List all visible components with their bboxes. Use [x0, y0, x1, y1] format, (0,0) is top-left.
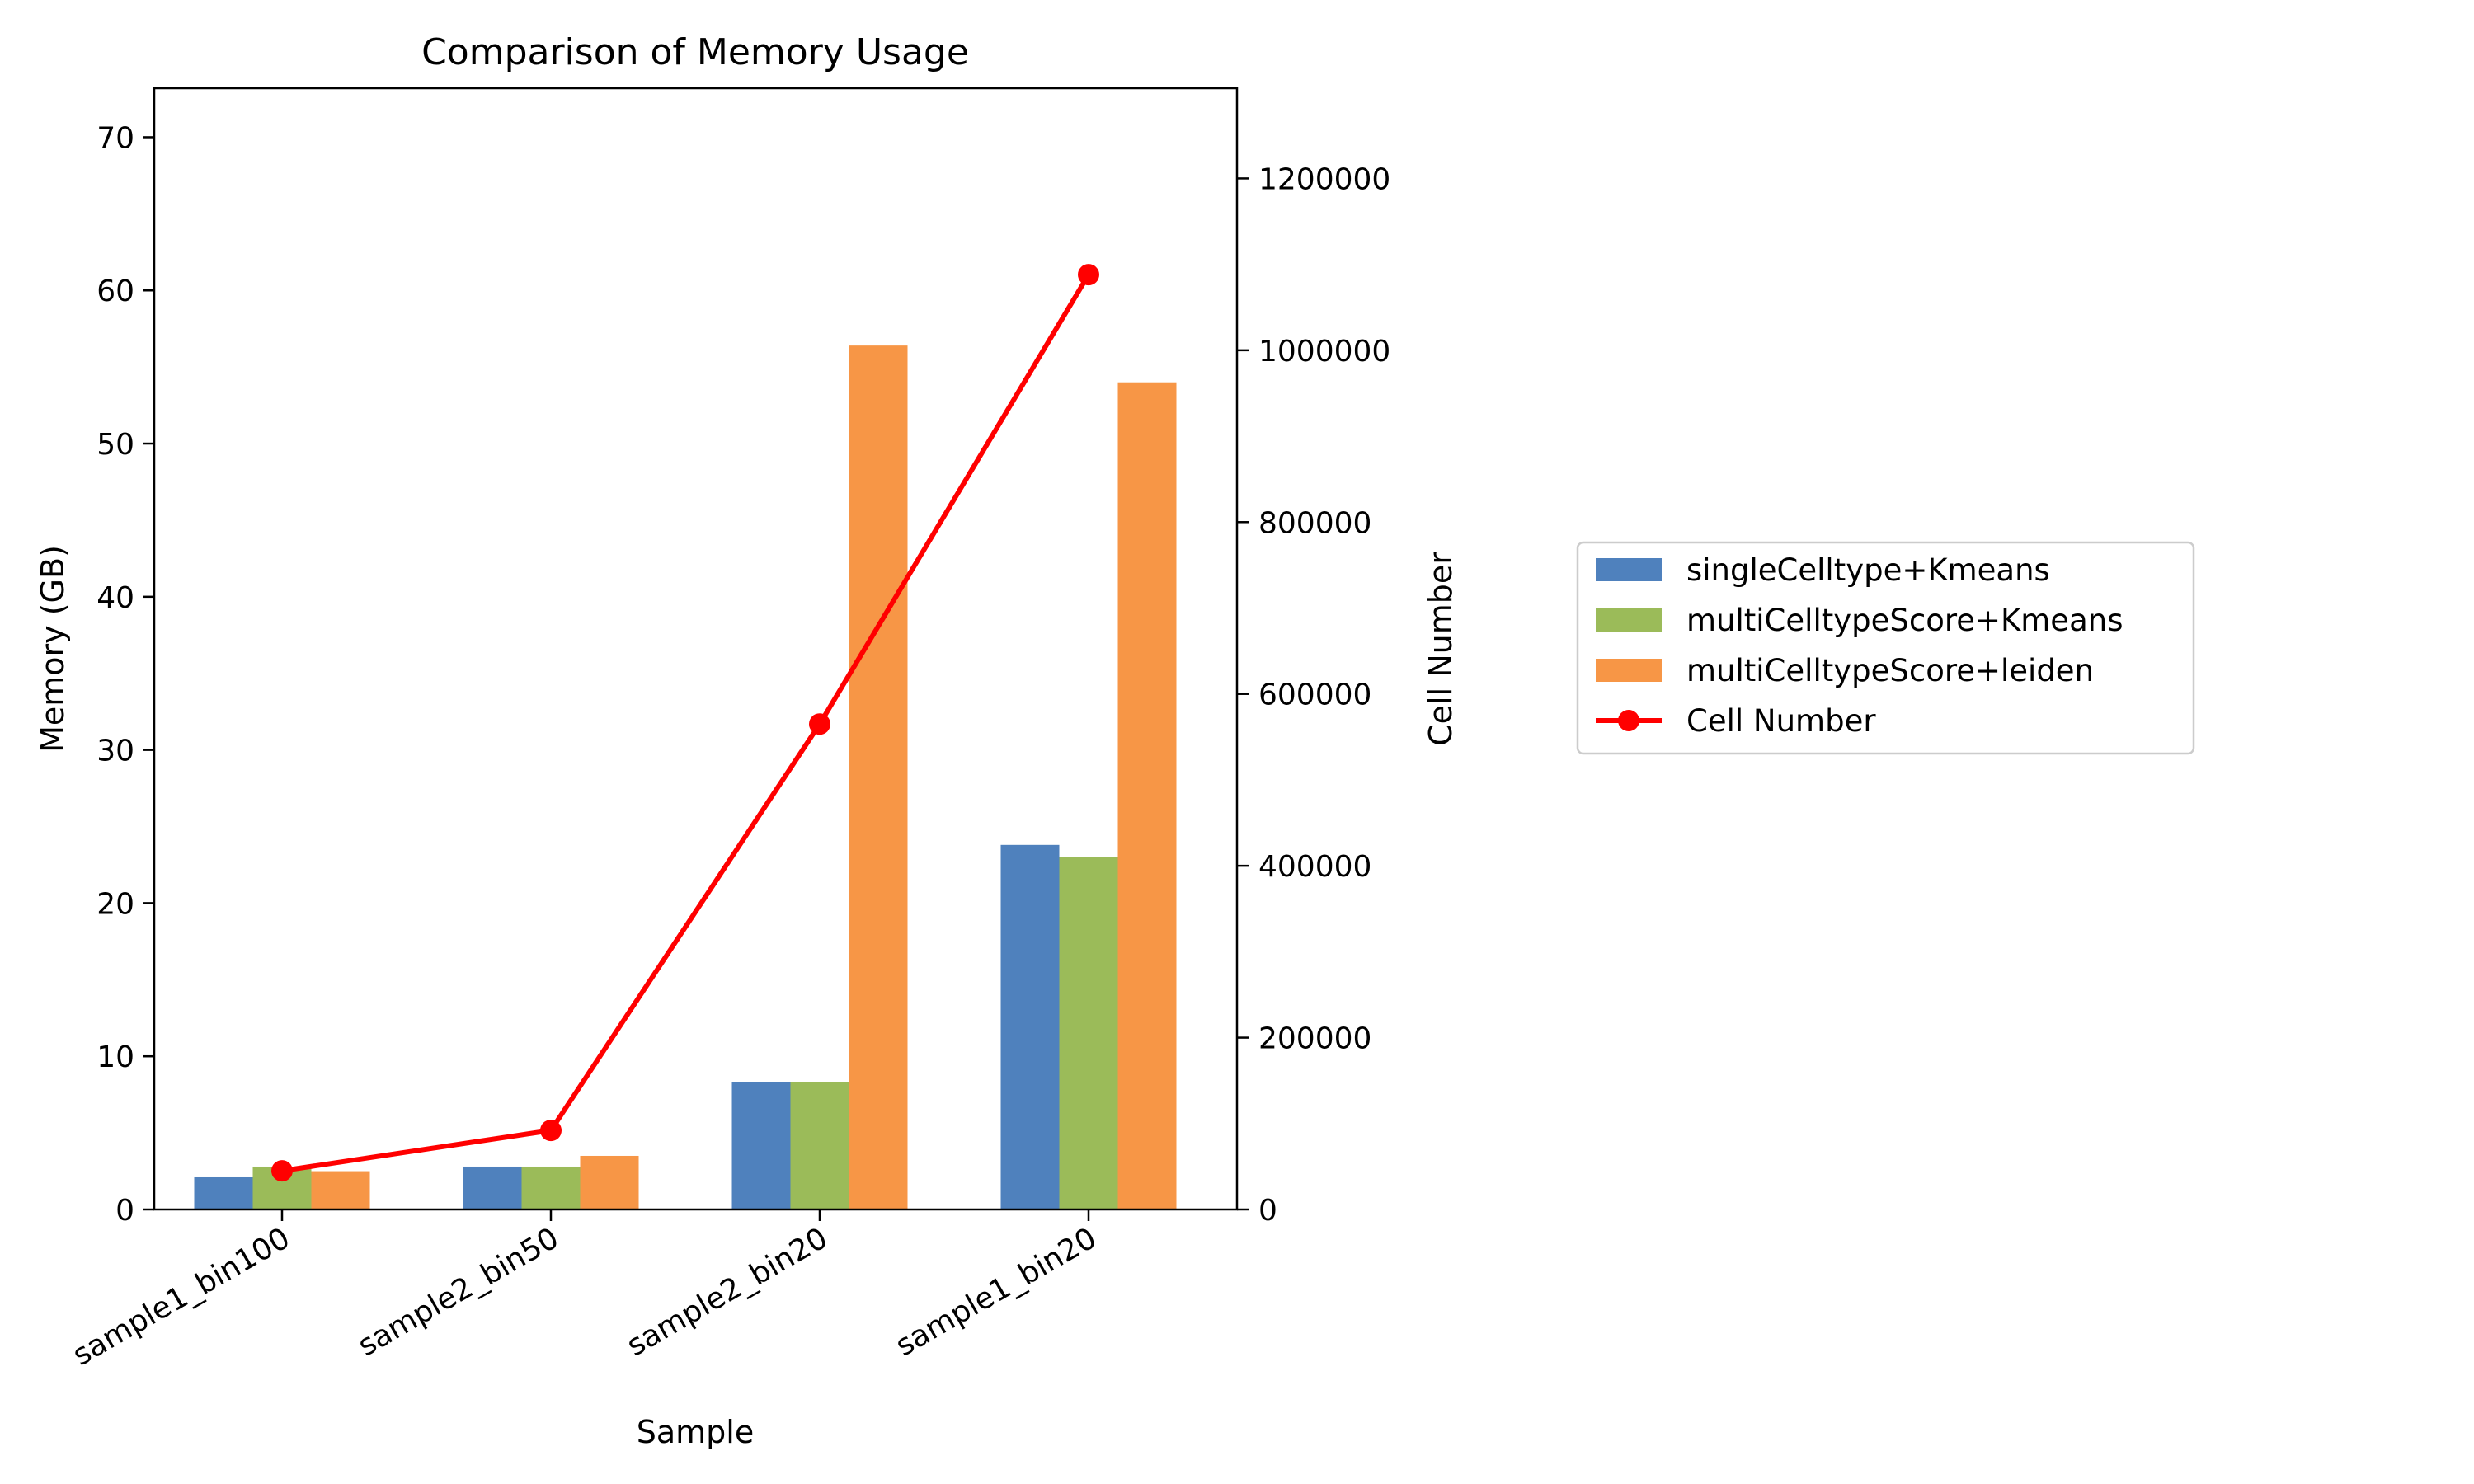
cell-number-point [1078, 264, 1099, 286]
y-tick-label: 0 [115, 1194, 134, 1228]
cell-number-point [271, 1160, 293, 1182]
y2-tick-label: 200000 [1258, 1022, 1371, 1056]
line-layer [271, 264, 1099, 1182]
y2-tick-label: 600000 [1258, 679, 1371, 712]
legend-box [1576, 541, 2195, 755]
y2-tick-label: 1000000 [1258, 335, 1390, 369]
chart-title: Comparison of Memory Usage [421, 31, 969, 73]
right-axis: 0 200000 400000 600000 800000 1000000 1200000 [1237, 162, 1390, 1228]
x-axis-label: Sample [637, 1414, 754, 1450]
y2-tick-label: 1200000 [1258, 162, 1390, 196]
bars-layer [194, 345, 1177, 1210]
legend: singleCelltype+Kmeans multiCelltypeScore+… [1576, 541, 2195, 755]
bar [463, 1166, 522, 1209]
bar [311, 1171, 370, 1209]
bar [790, 1082, 849, 1209]
bar [1000, 844, 1060, 1209]
legend-marker [1618, 710, 1639, 731]
legend-label: Cell Number [1686, 703, 1876, 739]
legend-label: multiCelltypeScore+leiden [1686, 653, 2094, 688]
legend-label: multiCelltypeScore+Kmeans [1686, 603, 2123, 638]
x-tick-label: sample2_bin20 [621, 1221, 833, 1363]
legend-label: singleCelltype+Kmeans [1686, 552, 2050, 588]
y-tick-label: 50 [96, 428, 134, 462]
y2-tick-label: 800000 [1258, 506, 1371, 540]
bar [521, 1166, 581, 1209]
left-axis: 0 10 20 30 40 50 60 70 [96, 121, 154, 1228]
y-axis-label: Memory (GB) [35, 545, 71, 753]
bar [731, 1082, 791, 1209]
bar [194, 1176, 253, 1209]
cell-number-line [281, 273, 1091, 1174]
y-tick-label: 40 [96, 581, 134, 615]
y2-tick-label: 400000 [1258, 850, 1371, 884]
legend-swatch [1596, 558, 1662, 581]
x-tick-label: sample1_bin100 [67, 1221, 295, 1373]
legend-swatch [1596, 608, 1662, 632]
y-tick-label: 20 [96, 887, 134, 921]
bar [1059, 857, 1118, 1209]
y-tick-label: 60 [96, 275, 134, 308]
bar [1117, 382, 1177, 1209]
x-tick-label: sample1_bin20 [890, 1221, 1102, 1363]
x-tick-label: sample2_bin50 [352, 1221, 564, 1363]
y2-axis-label: Cell Number [1423, 552, 1459, 746]
y-tick-label: 30 [96, 735, 134, 768]
bar [849, 345, 908, 1210]
bar [580, 1155, 639, 1209]
y-tick-label: 10 [96, 1040, 134, 1074]
x-axis: sample1_bin100 sample2_bin50 sample2_bin20… [67, 1209, 1103, 1373]
plot-frame [153, 87, 1239, 1211]
y-tick-label: 70 [96, 121, 134, 155]
cell-number-point [540, 1120, 562, 1142]
y2-tick-label: 0 [1258, 1194, 1277, 1228]
legend-swatch [1596, 659, 1662, 682]
cell-number-point [809, 713, 830, 735]
